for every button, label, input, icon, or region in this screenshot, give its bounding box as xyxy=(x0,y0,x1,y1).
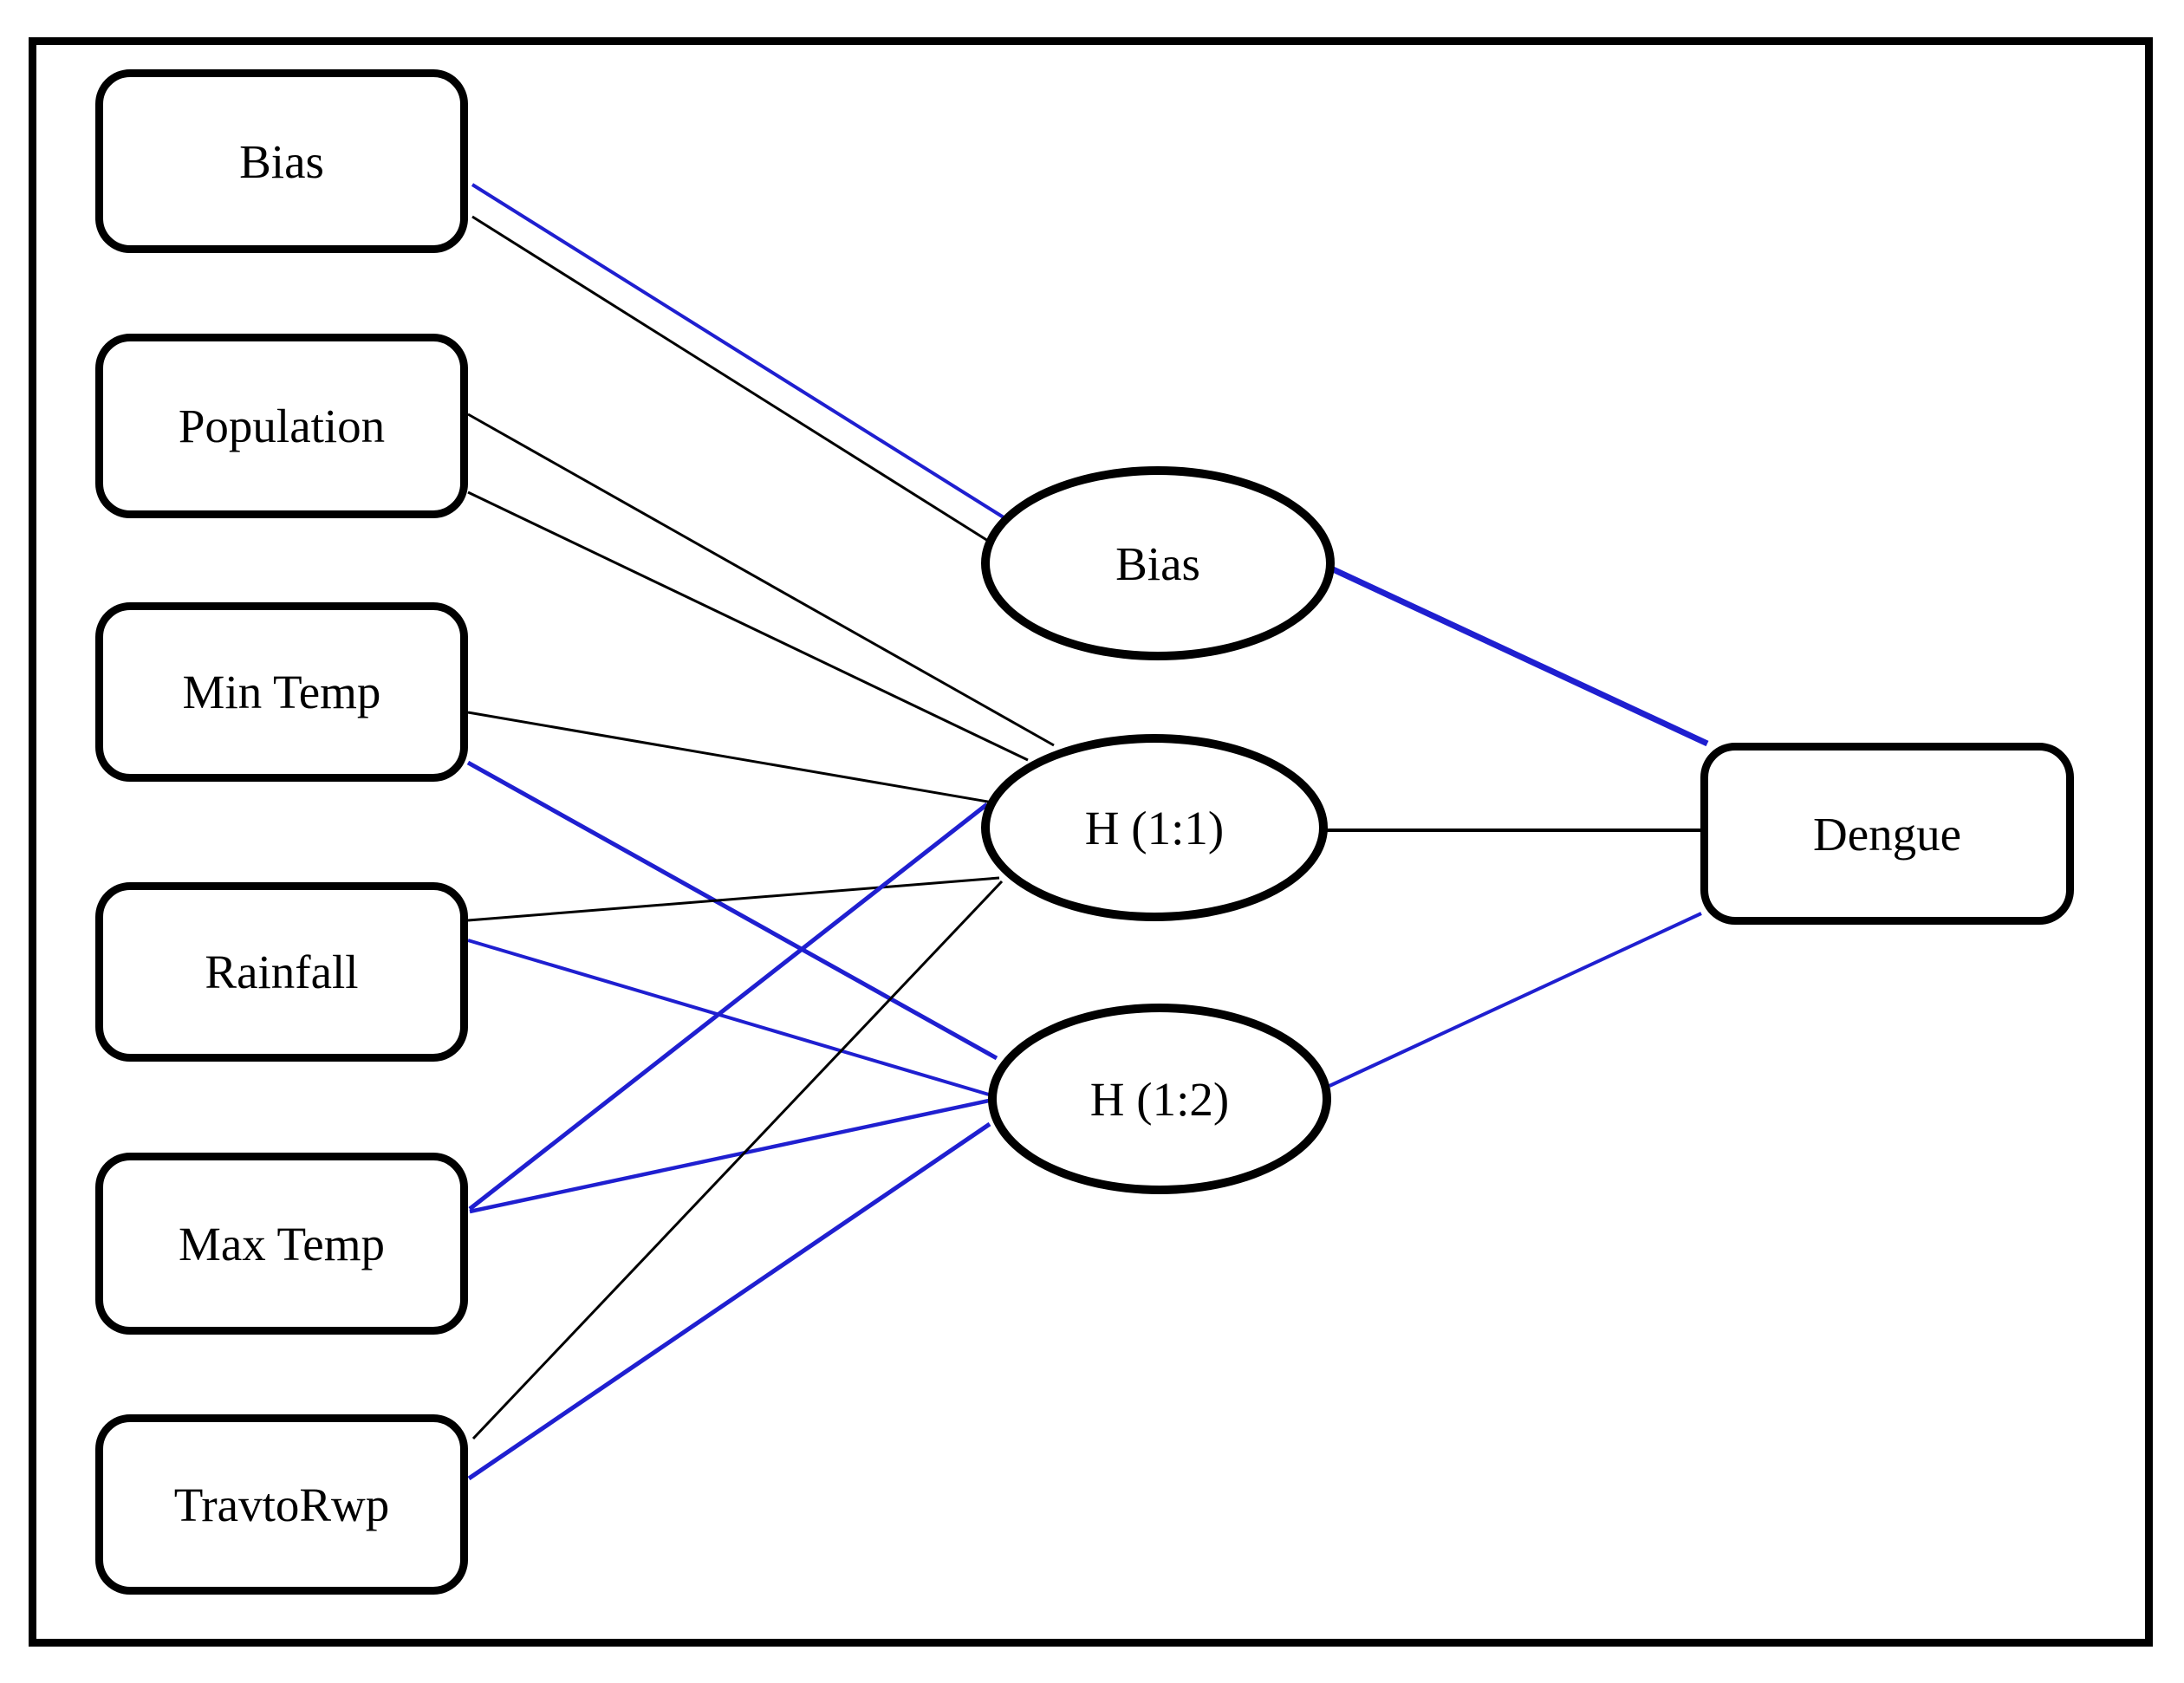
node-label: TravtoRwp xyxy=(173,1478,390,1531)
node-label: Bias xyxy=(239,134,324,188)
edge-hidden-bias-to-output-dengue xyxy=(1329,565,1709,747)
edge-input-population-to-hidden-h11 xyxy=(467,491,1029,762)
edge-input-max-temp-to-hidden-h11 xyxy=(468,803,989,1211)
edge-input-travtorwp-to-hidden-h12 xyxy=(467,1121,991,1481)
figure-border xyxy=(29,37,2153,1647)
node-input-bias: Bias xyxy=(95,69,468,253)
node-hidden-h12: H (1:2) xyxy=(988,1004,1331,1194)
node-label: H (1:2) xyxy=(1089,1072,1230,1126)
node-label: Max Temp xyxy=(178,1217,386,1270)
node-label: Min Temp xyxy=(182,666,381,718)
edge-input-rainfall-to-hidden-h11 xyxy=(467,876,1000,922)
node-label: Dengue xyxy=(1812,807,1962,861)
edge-input-rainfall-to-hidden-h12 xyxy=(467,939,990,1096)
edge-input-bias-to-hidden-bias xyxy=(471,215,989,543)
edge-input-bias-to-hidden-bias xyxy=(471,183,1005,519)
node-output-dengue: Dengue xyxy=(1700,743,2074,925)
node-label: Population xyxy=(178,400,386,452)
node-input-min-temp: Min Temp xyxy=(95,602,468,782)
edge-input-population-to-hidden-h11 xyxy=(467,413,1055,747)
node-input-max-temp: Max Temp xyxy=(95,1153,468,1335)
node-input-travtorwp: TravtoRwp xyxy=(95,1414,468,1595)
node-hidden-h11: H (1:1) xyxy=(981,734,1328,921)
edge-input-max-temp-to-hidden-h12 xyxy=(469,1098,990,1214)
node-label: Bias xyxy=(1115,536,1200,590)
edge-input-travtorwp-to-hidden-h11 xyxy=(471,880,1004,1440)
node-hidden-bias: Bias xyxy=(981,466,1335,660)
node-label: Rainfall xyxy=(205,945,359,998)
edge-input-min-temp-to-hidden-h12 xyxy=(466,760,998,1061)
edge-hidden-h12-to-output-dengue xyxy=(1329,912,1702,1088)
node-input-rainfall: Rainfall xyxy=(95,882,468,1062)
edge-input-min-temp-to-hidden-h11 xyxy=(467,711,1009,807)
node-input-population: Population xyxy=(95,334,468,518)
node-label: H (1:1) xyxy=(1084,801,1225,854)
